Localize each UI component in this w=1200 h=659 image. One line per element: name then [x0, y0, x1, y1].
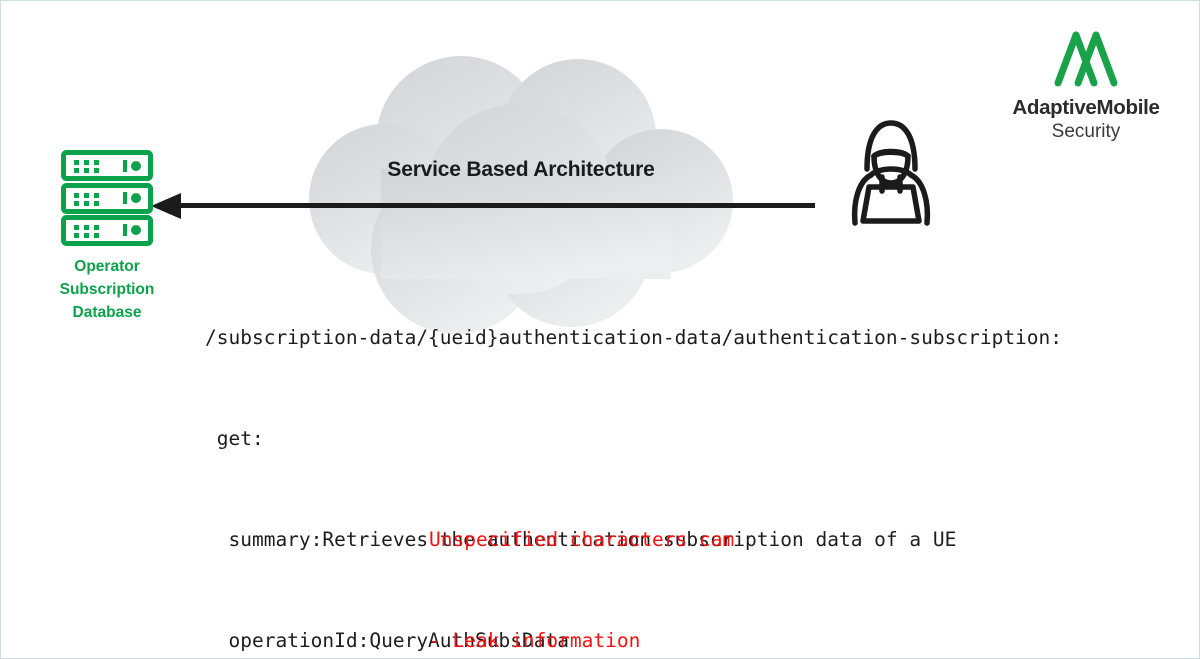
code-line-path: /subscription-data/{ueid}authentication-…	[205, 326, 1063, 350]
brand-logo: AdaptiveMobile Security	[996, 25, 1176, 144]
brand-name: AdaptiveMobile	[1012, 96, 1160, 119]
attack-flow-arrow	[151, 187, 821, 223]
database-label: Operator Subscription Database	[43, 256, 171, 324]
database-label-line-3: Database	[72, 303, 142, 321]
database-label-line-2: Subscription	[59, 280, 155, 298]
code-line-operation-id: operationId:QueryAuthSubsData	[205, 628, 569, 652]
cloud-title: Service Based Architecture	[387, 158, 655, 181]
hacker-with-laptop-icon	[851, 120, 931, 226]
operator-subscription-database-node: Operator Subscription Database	[43, 149, 171, 324]
attacker-node	[827, 109, 955, 237]
database-label-line-1: Operator	[74, 258, 140, 275]
code-line-summary: summary:Retrieves the authentication sub…	[205, 527, 957, 551]
arrow-shaft	[179, 203, 815, 208]
code-line-get: get:	[205, 426, 264, 450]
arrow-head-icon	[151, 193, 181, 219]
api-spec-code-block: /subscription-data/{ueid}authentication-…	[205, 254, 1185, 658]
server-stack-icon	[61, 150, 153, 246]
adaptivemobile-logo-icon	[1054, 31, 1118, 87]
attack-notes-heading: Unspecified characters cam	[429, 528, 735, 552]
brand-subtitle: Security	[1051, 120, 1121, 142]
attack-note-item: - Leak information	[429, 628, 641, 652]
attack-consequences-list: Unspecified characters cam - Leak inform…	[429, 456, 1169, 658]
